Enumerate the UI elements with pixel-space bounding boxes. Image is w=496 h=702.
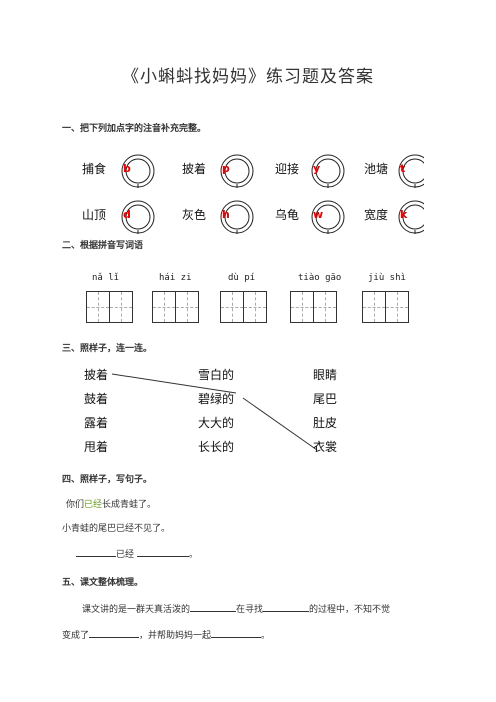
flower-answer-box[interactable]: t bbox=[390, 154, 424, 188]
flower-answer-box[interactable]: y bbox=[303, 154, 353, 188]
page-title: 《小蝌蚪找妈妈》练习题及答案 bbox=[122, 67, 374, 87]
flower-answer-box[interactable]: d bbox=[113, 200, 163, 234]
flower-icon bbox=[398, 200, 424, 234]
answer-blank[interactable] bbox=[76, 556, 116, 557]
answer-blank[interactable] bbox=[211, 637, 262, 638]
section-3-heading: 三、照样子，连一连。 bbox=[62, 344, 153, 354]
pinyin-initial: w bbox=[313, 208, 324, 221]
match-verb[interactable]: 露着 bbox=[84, 416, 109, 430]
answer-blank[interactable] bbox=[190, 611, 237, 612]
match-noun[interactable]: 衣裳 bbox=[313, 440, 338, 454]
match-verb[interactable]: 鼓着 bbox=[84, 392, 109, 406]
flower-icon bbox=[220, 154, 254, 188]
word: 宽度 bbox=[364, 208, 389, 222]
pinyin-initial: d bbox=[123, 208, 131, 221]
pinyin-initial: y bbox=[313, 162, 321, 175]
match-line bbox=[111, 373, 237, 394]
word: 灰色 bbox=[182, 208, 207, 222]
keyword-highlight: 已经 bbox=[84, 500, 103, 510]
flower-icon bbox=[398, 154, 424, 188]
pinyin-initial: p bbox=[222, 162, 230, 175]
writing-grid[interactable] bbox=[290, 291, 337, 323]
writing-grid[interactable] bbox=[152, 291, 199, 323]
flower-answer-box[interactable]: h bbox=[212, 200, 262, 234]
match-noun[interactable]: 肚皮 bbox=[313, 416, 338, 430]
pinyin-initial: k bbox=[400, 208, 408, 221]
word: 山顶 bbox=[82, 208, 107, 222]
pinyin-label: dù pí bbox=[228, 273, 256, 283]
summary-line-2: 变成了，并帮助妈妈一起。 bbox=[62, 631, 271, 641]
flower-icon bbox=[121, 154, 155, 188]
word: 捕食 bbox=[82, 162, 107, 176]
match-adjective[interactable]: 长长的 bbox=[198, 440, 235, 454]
flower-answer-box[interactable]: w bbox=[303, 200, 353, 234]
writing-grid[interactable] bbox=[220, 291, 267, 323]
writing-grid[interactable] bbox=[86, 291, 133, 323]
section-2-heading: 二、根据拼音写词语 bbox=[62, 241, 144, 251]
match-adjective[interactable]: 碧绿的 bbox=[198, 392, 235, 406]
match-verb[interactable]: 甩着 bbox=[84, 440, 109, 454]
match-adjective[interactable]: 雪白的 bbox=[198, 368, 235, 382]
pinyin-label: nǎ lǐ bbox=[92, 273, 120, 283]
answer-blank[interactable] bbox=[263, 611, 310, 612]
pinyin-initial: b bbox=[123, 162, 131, 175]
section-4-heading: 四、照样子，写句子。 bbox=[62, 475, 153, 485]
answer-blank[interactable] bbox=[136, 556, 189, 557]
match-adjective[interactable]: 大大的 bbox=[198, 416, 235, 430]
word: 披着 bbox=[182, 162, 207, 176]
pinyin-label: hái zi bbox=[159, 273, 192, 283]
flower-answer-box[interactable]: p bbox=[212, 154, 262, 188]
section-1-heading: 一、把下列加点字的注音补充完整。 bbox=[62, 124, 207, 134]
example-sentence: 你们已经长成青蛙了。 bbox=[66, 500, 157, 510]
flower-answer-box[interactable]: k bbox=[390, 200, 424, 234]
match-noun[interactable]: 眼睛 bbox=[313, 368, 338, 382]
flower-icon bbox=[121, 200, 155, 234]
flower-icon bbox=[311, 200, 345, 234]
match-noun[interactable]: 尾巴 bbox=[313, 392, 338, 406]
pinyin-label: tiào gāo bbox=[298, 273, 342, 283]
section-5-heading: 五、课文整体梳理。 bbox=[62, 578, 144, 588]
word: 池塘 bbox=[364, 162, 389, 176]
word: 迎接 bbox=[275, 162, 300, 176]
answer-blank[interactable] bbox=[89, 637, 140, 638]
flower-answer-box[interactable]: b bbox=[113, 154, 163, 188]
sentence-template: 已经 。 bbox=[76, 547, 198, 560]
pinyin-label: jiù shì bbox=[368, 273, 406, 283]
pinyin-initial: h bbox=[222, 208, 230, 221]
match-line bbox=[242, 397, 318, 451]
pinyin-initial: t bbox=[400, 162, 406, 175]
flower-icon bbox=[311, 154, 345, 188]
sentence: 小青蛙的尾巴已经不见了。 bbox=[62, 524, 171, 534]
match-verb[interactable]: 披着 bbox=[84, 368, 109, 382]
flower-icon bbox=[220, 200, 254, 234]
summary-line-1: 课文讲的是一群天真活泼的在寻找的过程中，不知不觉 bbox=[82, 605, 391, 615]
writing-grid[interactable] bbox=[362, 291, 409, 323]
word: 乌龟 bbox=[275, 208, 300, 222]
